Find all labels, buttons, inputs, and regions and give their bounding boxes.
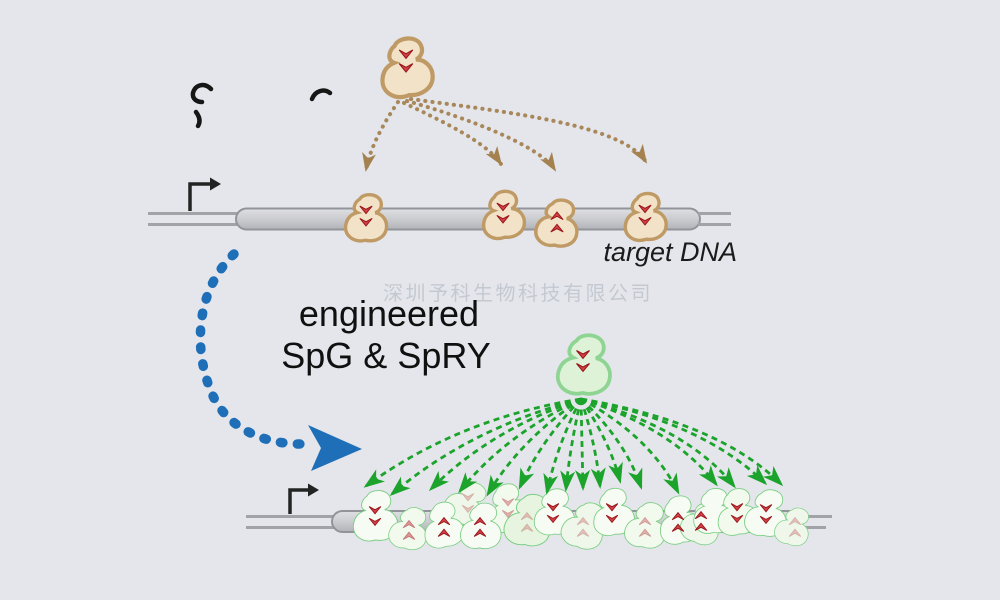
transition-arrow — [195, 249, 362, 471]
targeting-arrows-top — [362, 97, 648, 172]
transition-label-line1: engineered — [299, 293, 479, 334]
promoter-arrow-top — [188, 177, 221, 211]
transition-label-line2: SpG & SpRY — [281, 335, 490, 376]
target-dna-label: target DNA — [603, 237, 737, 267]
targeting-arrows-bottom — [363, 397, 784, 497]
promoter-arrow-bottom — [288, 483, 319, 514]
watermark-text: 深圳予科生物科技有限公司 — [383, 281, 653, 305]
transition-arrowhead — [308, 425, 362, 471]
erased-title-fragments — [190, 82, 333, 129]
